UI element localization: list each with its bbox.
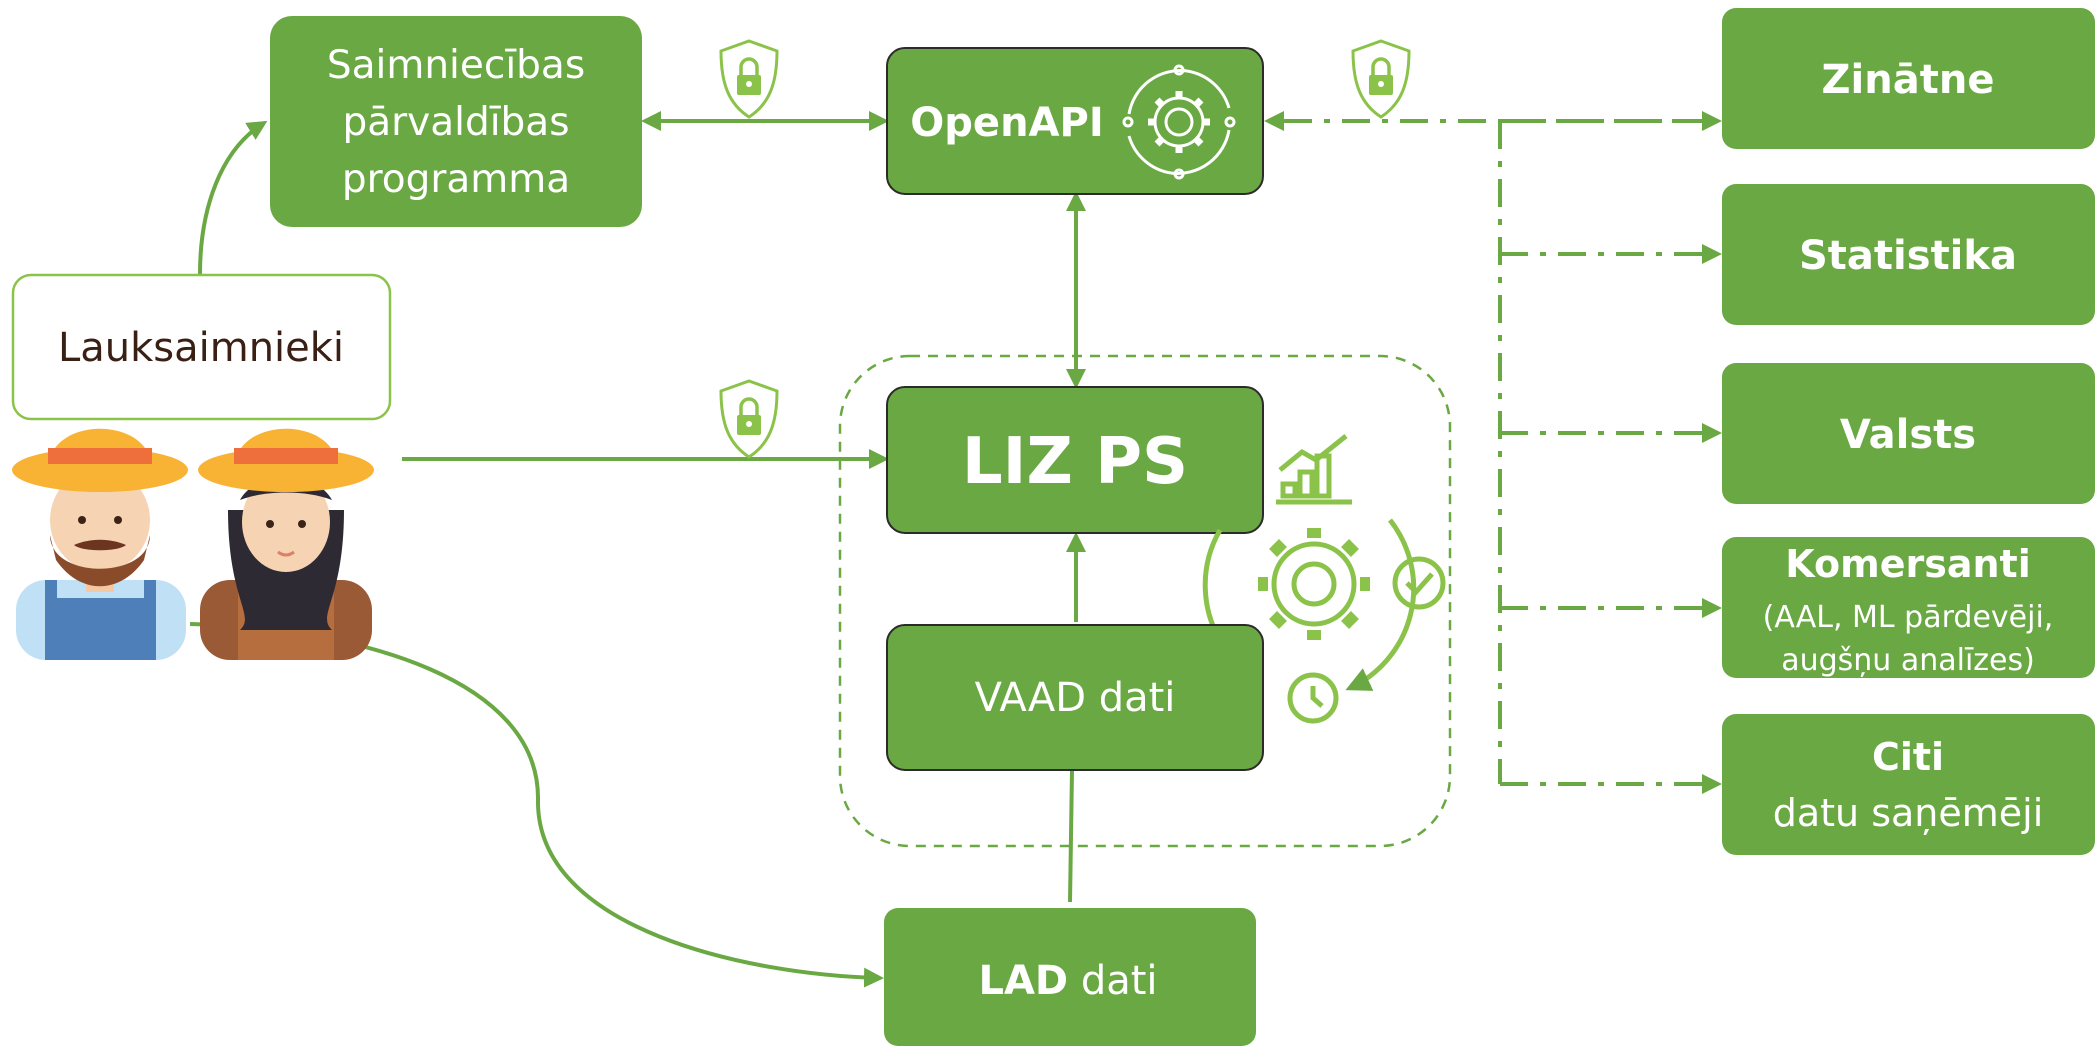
vaad-node: VAAD dati bbox=[886, 624, 1264, 771]
farmers-label: Lauksaimnieki bbox=[58, 325, 344, 371]
svg-text:Saimniecības: Saimniecības bbox=[327, 43, 585, 88]
statistika-label: Statistika bbox=[1799, 233, 2017, 279]
komersanti-label: Komersanti bbox=[1785, 542, 2031, 586]
lad-label-bold: LAD bbox=[978, 958, 1068, 1004]
farm-program-line-1: Saimniecības bbox=[327, 43, 585, 88]
recipient-statistika: Statistika bbox=[1722, 184, 2095, 325]
farmers-program-link bbox=[198, 120, 268, 275]
lad-node: LAD dati bbox=[884, 908, 1256, 1046]
farmer-man-icon bbox=[12, 428, 188, 660]
farm-program-line-2: pārvaldības bbox=[342, 100, 569, 145]
farmers-node: Lauksaimnieki bbox=[11, 273, 392, 421]
lock-shield-icon bbox=[719, 39, 779, 119]
farmer-woman-icon bbox=[198, 428, 374, 660]
analytics-gear-icon bbox=[1202, 434, 1446, 724]
farm-program-node: Saimniecības pārvaldības programma bbox=[270, 16, 642, 227]
farm-program-line-3: programma bbox=[342, 157, 570, 202]
lad-vaad-link bbox=[1068, 769, 1074, 903]
zinatne-label: Zinātne bbox=[1822, 57, 1995, 103]
farmers-lad-link bbox=[189, 622, 884, 988]
openapi-node: OpenAPI bbox=[886, 47, 1264, 195]
liz-ps-node: LIZ PS bbox=[886, 386, 1264, 534]
recipient-valsts: Valsts bbox=[1722, 363, 2095, 504]
vaad-label: VAAD dati bbox=[975, 675, 1176, 721]
citi-sub1: datu saņēmēji bbox=[1773, 791, 2044, 835]
recipient-komersanti: Komersanti (AAL, ML pārdevēji, augšņu an… bbox=[1722, 537, 2095, 678]
distribution-lines bbox=[1264, 111, 1722, 794]
komersanti-sub2: augšņu analīzes) bbox=[1781, 643, 2035, 678]
openapi-label: OpenAPI bbox=[910, 100, 1103, 146]
citi-label: Citi bbox=[1872, 735, 1944, 779]
lock-shield-icon bbox=[1351, 39, 1411, 119]
komersanti-sub1: (AAL, ML pārdevēji, bbox=[1763, 600, 2054, 635]
svg-text:programma: programma bbox=[342, 157, 570, 202]
svg-text:LAD dati: LAD dati bbox=[978, 958, 1157, 1004]
valsts-label: Valsts bbox=[1840, 412, 1976, 458]
lock-shield-icon bbox=[719, 379, 779, 459]
recipient-citi: Citi datu saņēmēji bbox=[1722, 714, 2095, 855]
recipient-zinatne: Zinātne bbox=[1722, 8, 2095, 149]
liz-ps-label: LIZ PS bbox=[962, 425, 1188, 499]
gear-cycle-icon bbox=[1122, 64, 1236, 180]
liz-ps-group-outline bbox=[838, 354, 1452, 848]
lad-label-rest: dati bbox=[1068, 958, 1157, 1004]
svg-text:pārvaldības: pārvaldības bbox=[342, 100, 569, 145]
